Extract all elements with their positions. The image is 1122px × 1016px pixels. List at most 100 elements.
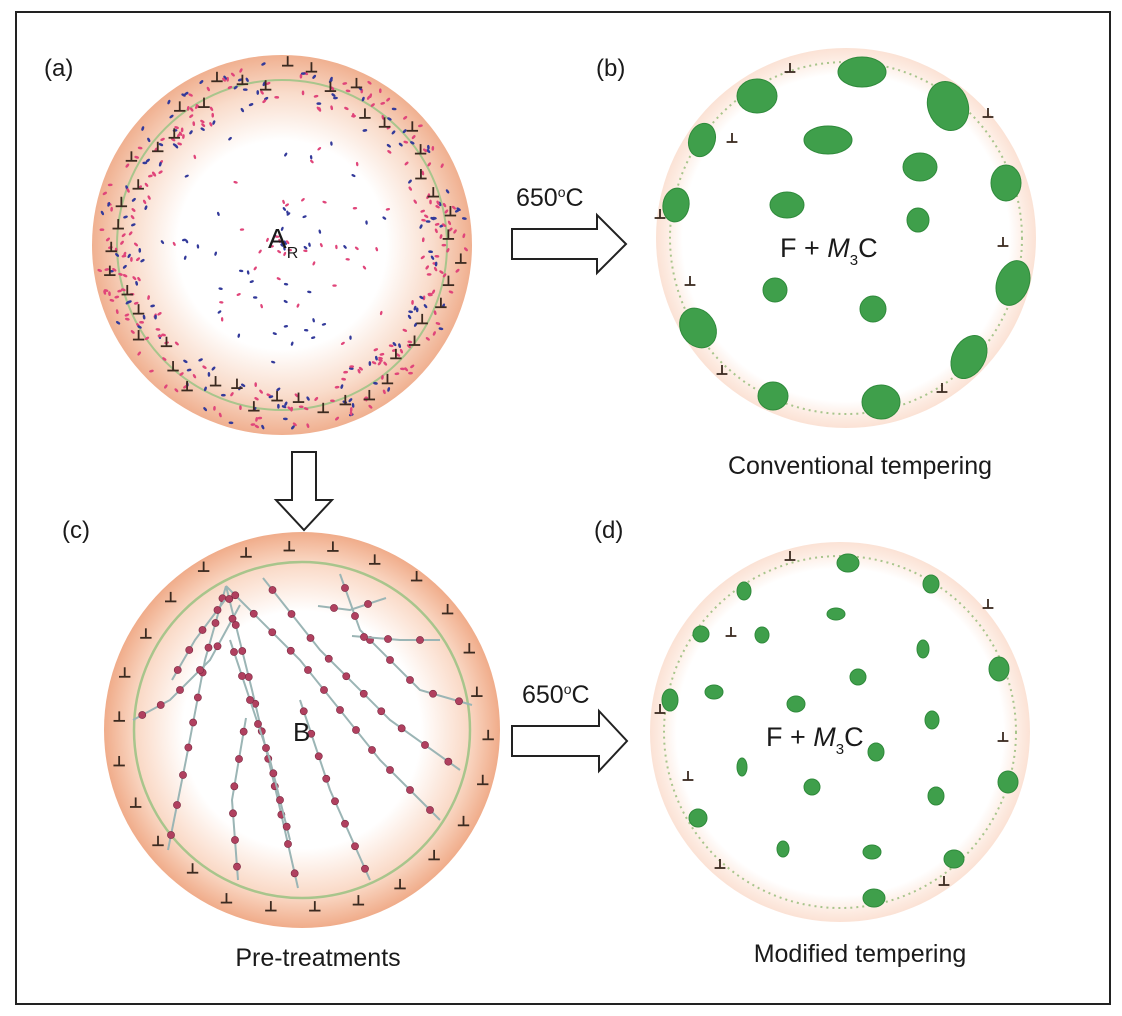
dislocation-symbol bbox=[112, 219, 124, 230]
solute-atom-carbon bbox=[147, 137, 151, 143]
panel-b: (b) F + M3C Conventional tempering bbox=[596, 48, 1036, 480]
dislocation-symbol bbox=[115, 196, 128, 208]
solute-atom-alloy bbox=[303, 407, 309, 411]
solute-atom-carbon bbox=[316, 102, 322, 105]
solute-atom-alloy bbox=[381, 115, 385, 120]
dislocation-symbol bbox=[119, 667, 131, 678]
solute-atom-carbon bbox=[145, 158, 150, 163]
solute-atom-alloy bbox=[257, 416, 263, 420]
carbide-precipitate bbox=[324, 654, 333, 663]
solute-atom-carbon bbox=[249, 280, 254, 283]
solute-atom-alloy bbox=[176, 133, 181, 138]
dislocation-symbol bbox=[181, 380, 193, 392]
solute-atom-carbon bbox=[203, 386, 207, 392]
solute-atom-alloy bbox=[330, 86, 335, 91]
dislocation-symbol bbox=[174, 101, 186, 112]
solute-atom-alloy bbox=[411, 300, 414, 305]
dislocation-symbol bbox=[471, 686, 483, 697]
carbide-particle bbox=[661, 688, 679, 712]
carbide-particle bbox=[859, 295, 887, 323]
solute-atom-alloy bbox=[107, 183, 113, 187]
solute-atom-alloy bbox=[375, 247, 379, 252]
solute-atom-alloy bbox=[114, 295, 120, 299]
solute-atom-alloy bbox=[294, 393, 299, 398]
carbide-particle bbox=[826, 607, 846, 621]
solute-atom-carbon bbox=[426, 149, 431, 154]
solute-atom-alloy bbox=[407, 340, 413, 344]
dislocation-symbol bbox=[463, 643, 476, 654]
carbide-precipitate bbox=[176, 686, 184, 694]
solute-atom-alloy bbox=[132, 276, 137, 281]
solute-atom-carbon bbox=[434, 261, 438, 267]
caption-conventional-tempering: Conventional tempering bbox=[728, 452, 992, 480]
solute-atom-carbon bbox=[461, 217, 467, 220]
solute-atom-alloy bbox=[410, 364, 415, 369]
solute-atom-alloy bbox=[283, 251, 287, 257]
solute-atom-alloy bbox=[395, 353, 401, 357]
carbide-precipitate bbox=[173, 666, 182, 674]
solute-atom-alloy bbox=[105, 237, 110, 242]
solute-atom-carbon bbox=[186, 368, 192, 372]
dislocation-symbol bbox=[416, 313, 428, 325]
carbide-particle bbox=[776, 840, 790, 858]
carbide-precipitate bbox=[351, 612, 359, 620]
solute-atom-alloy bbox=[239, 68, 243, 73]
dislocation-symbol bbox=[410, 571, 423, 582]
solute-atom-carbon bbox=[140, 259, 145, 263]
solute-atom-carbon bbox=[272, 332, 277, 335]
carbide-precipitate bbox=[254, 720, 262, 728]
solute-atom-carbon bbox=[246, 270, 250, 275]
solute-atom-alloy bbox=[358, 366, 363, 371]
solute-atom-alloy bbox=[335, 416, 340, 421]
solute-atom-alloy bbox=[118, 272, 123, 276]
dislocation-symbol bbox=[390, 348, 402, 360]
dislocation-symbol bbox=[982, 599, 994, 609]
dislocation-symbol bbox=[482, 729, 494, 741]
solute-atom-alloy bbox=[448, 290, 454, 294]
solute-atom-alloy bbox=[108, 291, 111, 297]
solute-atom-carbon bbox=[284, 152, 288, 157]
solute-atom-alloy bbox=[299, 73, 303, 79]
dislocation-symbol bbox=[654, 704, 666, 714]
carbide-precipitate bbox=[239, 727, 248, 736]
solute-atom-alloy bbox=[160, 137, 165, 141]
solute-atom-alloy bbox=[97, 269, 102, 272]
dislocation-symbol bbox=[186, 863, 199, 874]
solute-atom-carbon bbox=[425, 220, 431, 223]
carbide-precipitate bbox=[138, 711, 147, 719]
solute-atom-alloy bbox=[236, 293, 241, 296]
solute-atom-alloy bbox=[130, 330, 135, 334]
solute-atom-carbon bbox=[454, 209, 460, 213]
solute-atom-alloy bbox=[209, 106, 214, 112]
dislocation-symbol bbox=[408, 335, 421, 346]
solute-atom-carbon bbox=[329, 76, 333, 82]
carbide-particle bbox=[803, 125, 853, 155]
solute-atom-alloy bbox=[351, 114, 356, 118]
solute-atom-carbon bbox=[407, 314, 412, 320]
dislocation-symbol bbox=[359, 108, 371, 119]
solute-atom-alloy bbox=[298, 405, 304, 409]
solute-atom-alloy bbox=[117, 289, 122, 293]
solute-atom-alloy bbox=[274, 96, 280, 99]
solute-atom-alloy bbox=[431, 145, 435, 151]
solute-atom-alloy bbox=[211, 112, 215, 118]
solute-atom-carbon bbox=[428, 250, 433, 254]
solute-atom-carbon bbox=[158, 143, 164, 147]
solute-atom-carbon bbox=[141, 126, 145, 131]
carbide-particle bbox=[950, 335, 988, 379]
solute-atom-alloy bbox=[379, 88, 382, 94]
dislocation-symbol bbox=[198, 97, 210, 108]
solute-atom-alloy bbox=[110, 206, 113, 212]
dislocation-symbol bbox=[982, 108, 994, 118]
temperature-label: 650oC bbox=[516, 184, 584, 212]
carbide-precipitate bbox=[377, 707, 386, 716]
carbide-precipitate bbox=[213, 642, 222, 651]
carbide-precipitate bbox=[282, 822, 291, 831]
solute-atom-alloy bbox=[404, 367, 409, 372]
carbide-particle bbox=[943, 849, 965, 869]
dislocation-symbol bbox=[684, 276, 696, 286]
solute-atom-alloy bbox=[418, 124, 423, 128]
carbide-particle bbox=[990, 164, 1022, 202]
carbide-particle bbox=[837, 56, 887, 88]
